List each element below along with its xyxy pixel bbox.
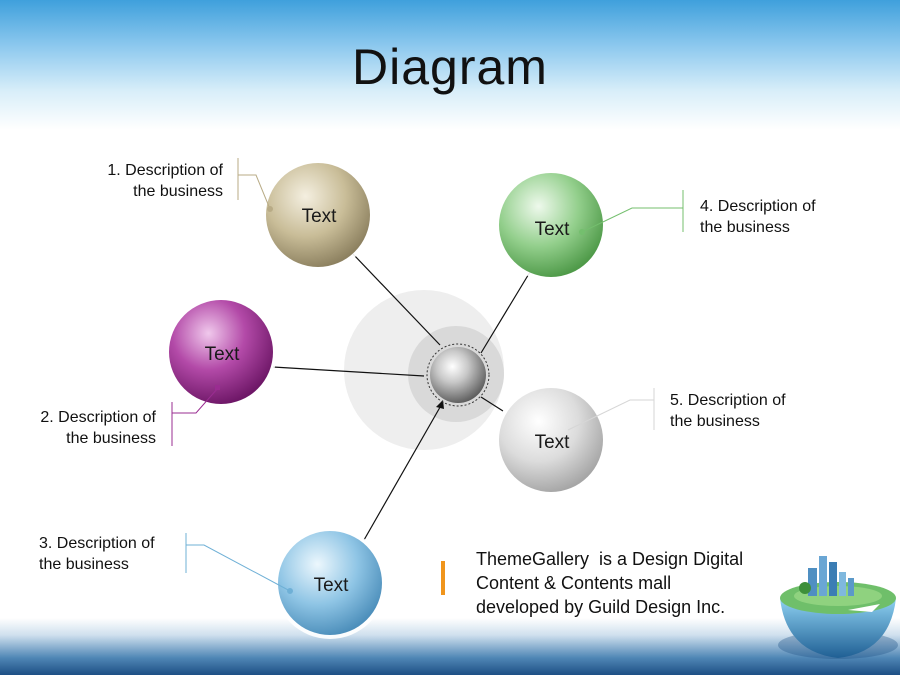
header-background bbox=[0, 0, 900, 130]
spoke-1 bbox=[352, 253, 441, 346]
city-globe-icon bbox=[778, 556, 898, 659]
node-ball-5 bbox=[495, 384, 607, 496]
footer-line-1: ThemeGallery is a Design Digital bbox=[476, 549, 744, 569]
node-ball-1 bbox=[262, 159, 374, 271]
silver-sphere-icon bbox=[430, 347, 486, 403]
footer-text: ThemeGallery is a Design Digital Content… bbox=[476, 547, 796, 619]
footer-background bbox=[0, 618, 900, 675]
spoke-5 bbox=[480, 396, 504, 412]
description-4: 4. Description of the business bbox=[700, 196, 850, 238]
description-2-line-1: 2. Description of bbox=[40, 409, 156, 426]
footer-line-2: Content & Contents mall bbox=[476, 573, 672, 593]
description-2-line-2: the business bbox=[66, 430, 156, 447]
description-1-line-2: the business bbox=[133, 183, 223, 200]
footer-accent-bar bbox=[441, 561, 445, 595]
node-label-3: Text bbox=[313, 575, 349, 596]
description-3: 3. Description of the business bbox=[39, 533, 189, 575]
hub-ring bbox=[426, 343, 490, 407]
description-4-line-1: 4. Description of bbox=[700, 198, 816, 215]
description-5-line-2: the business bbox=[670, 413, 760, 430]
node-ball-2 bbox=[165, 296, 277, 408]
description-4-line-2: the business bbox=[700, 219, 790, 236]
page-title: Diagram bbox=[352, 39, 548, 95]
footer-line-3: developed by Guild Design Inc. bbox=[476, 597, 726, 617]
node-label-2: Text bbox=[204, 344, 240, 365]
callout-3 bbox=[185, 533, 293, 594]
spoke-2 bbox=[272, 366, 425, 377]
description-1: 1. Description of the business bbox=[60, 160, 223, 202]
description-2: 2. Description of the business bbox=[0, 407, 156, 449]
description-5-line-1: 5. Description of bbox=[670, 392, 786, 409]
callout-5 bbox=[567, 388, 655, 431]
description-5: 5. Description of the business bbox=[670, 390, 820, 432]
node-ball-4 bbox=[495, 169, 607, 281]
callout-2 bbox=[171, 385, 220, 446]
spoke-4 bbox=[480, 271, 531, 354]
spoke-3 bbox=[363, 401, 444, 541]
spoke-3-arrowhead bbox=[436, 400, 444, 409]
node-label-4: Text bbox=[534, 219, 570, 240]
description-3-line-1: 3. Description of bbox=[39, 535, 155, 552]
node-label-5: Text bbox=[534, 432, 570, 453]
node-label-1: Text bbox=[301, 206, 337, 227]
description-1-line-1: 1. Description of bbox=[107, 162, 223, 179]
node-ball-3 bbox=[274, 527, 386, 639]
description-3-line-2: the business bbox=[39, 556, 129, 573]
callout-1 bbox=[237, 158, 273, 212]
callout-4 bbox=[579, 190, 684, 235]
